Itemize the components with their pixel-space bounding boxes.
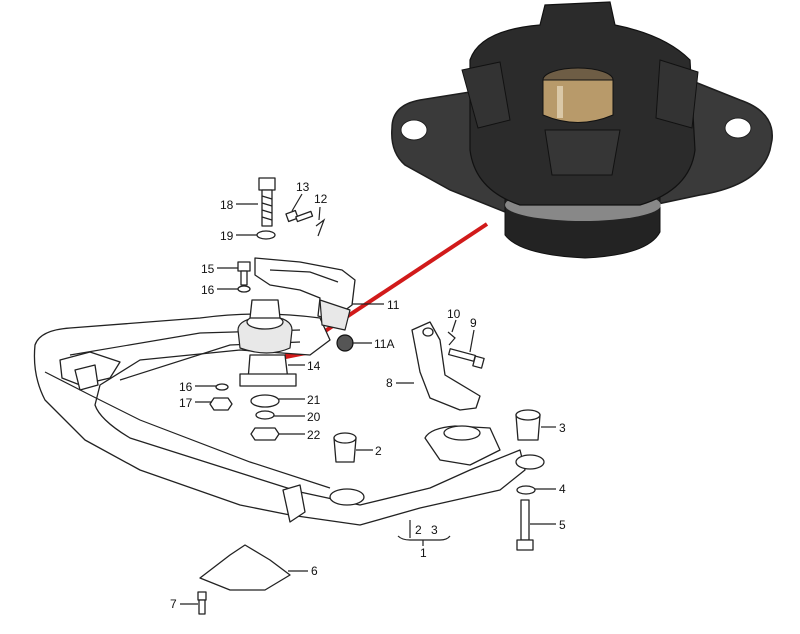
bolt-15 [237, 261, 251, 286]
callout-8: 8 [386, 376, 393, 390]
callout-11: 11 [387, 298, 400, 312]
callout-10: 10 [447, 307, 461, 321]
callout-15: 15 [201, 262, 215, 276]
callout-7: 7 [170, 597, 177, 611]
callout-12: 12 [314, 192, 328, 206]
callout-1: 1 [420, 546, 427, 560]
callout-14: 14 [307, 359, 321, 373]
pin-12 [315, 218, 326, 237]
nut-17 [209, 397, 233, 411]
subframe [33, 313, 526, 526]
bolt-5 [516, 499, 534, 551]
leader-lines [180, 193, 556, 605]
nut-22 [250, 427, 280, 441]
callout-20: 20 [307, 410, 321, 424]
washer-4 [516, 485, 536, 495]
callout-18: 18 [220, 198, 234, 212]
bolt-7 [197, 591, 207, 615]
callout-4: 4 [559, 482, 566, 496]
callout-9: 9 [470, 316, 477, 330]
callout-19: 19 [220, 229, 234, 243]
bracket-8 [411, 321, 481, 411]
callout-16-bottom: 16 [179, 380, 193, 394]
callout-11a: 11A [374, 337, 394, 351]
shield-6 [199, 544, 291, 591]
callout-13: 13 [296, 180, 310, 194]
plate-hole-right [724, 117, 752, 139]
callout-3: 3 [559, 421, 566, 435]
pin-10 [447, 331, 456, 346]
mount-photo [391, 1, 773, 259]
callout-22: 22 [307, 428, 321, 442]
bushing-3 [515, 409, 541, 441]
washer-20 [255, 410, 275, 420]
washer-19 [256, 230, 276, 240]
callout-17: 17 [179, 396, 193, 410]
bushing-2 [333, 432, 357, 463]
washer-16a [237, 285, 251, 293]
callout-21: 21 [307, 393, 321, 407]
callout-labels: 1 2 2 3 3 4 5 6 7 8 9 10 11 11A 12 13 14… [170, 180, 566, 611]
callout-2-group: 2 [415, 523, 422, 537]
callout-2: 2 [375, 444, 382, 458]
bushing-3-lower [515, 454, 545, 470]
bolt-9 [448, 348, 485, 369]
washer-21 [250, 394, 280, 408]
callout-3-group: 3 [431, 523, 438, 537]
washer-16b [215, 383, 229, 391]
callout-16-top: 16 [201, 283, 215, 297]
bracket-11 [254, 257, 356, 331]
bolt-13 [285, 209, 314, 223]
callout-5: 5 [559, 518, 566, 532]
plate-hole-left [400, 119, 428, 141]
part-11a [336, 334, 354, 352]
bolt-18 [258, 177, 276, 227]
mount-14 [237, 299, 297, 387]
callout-6: 6 [311, 564, 318, 578]
